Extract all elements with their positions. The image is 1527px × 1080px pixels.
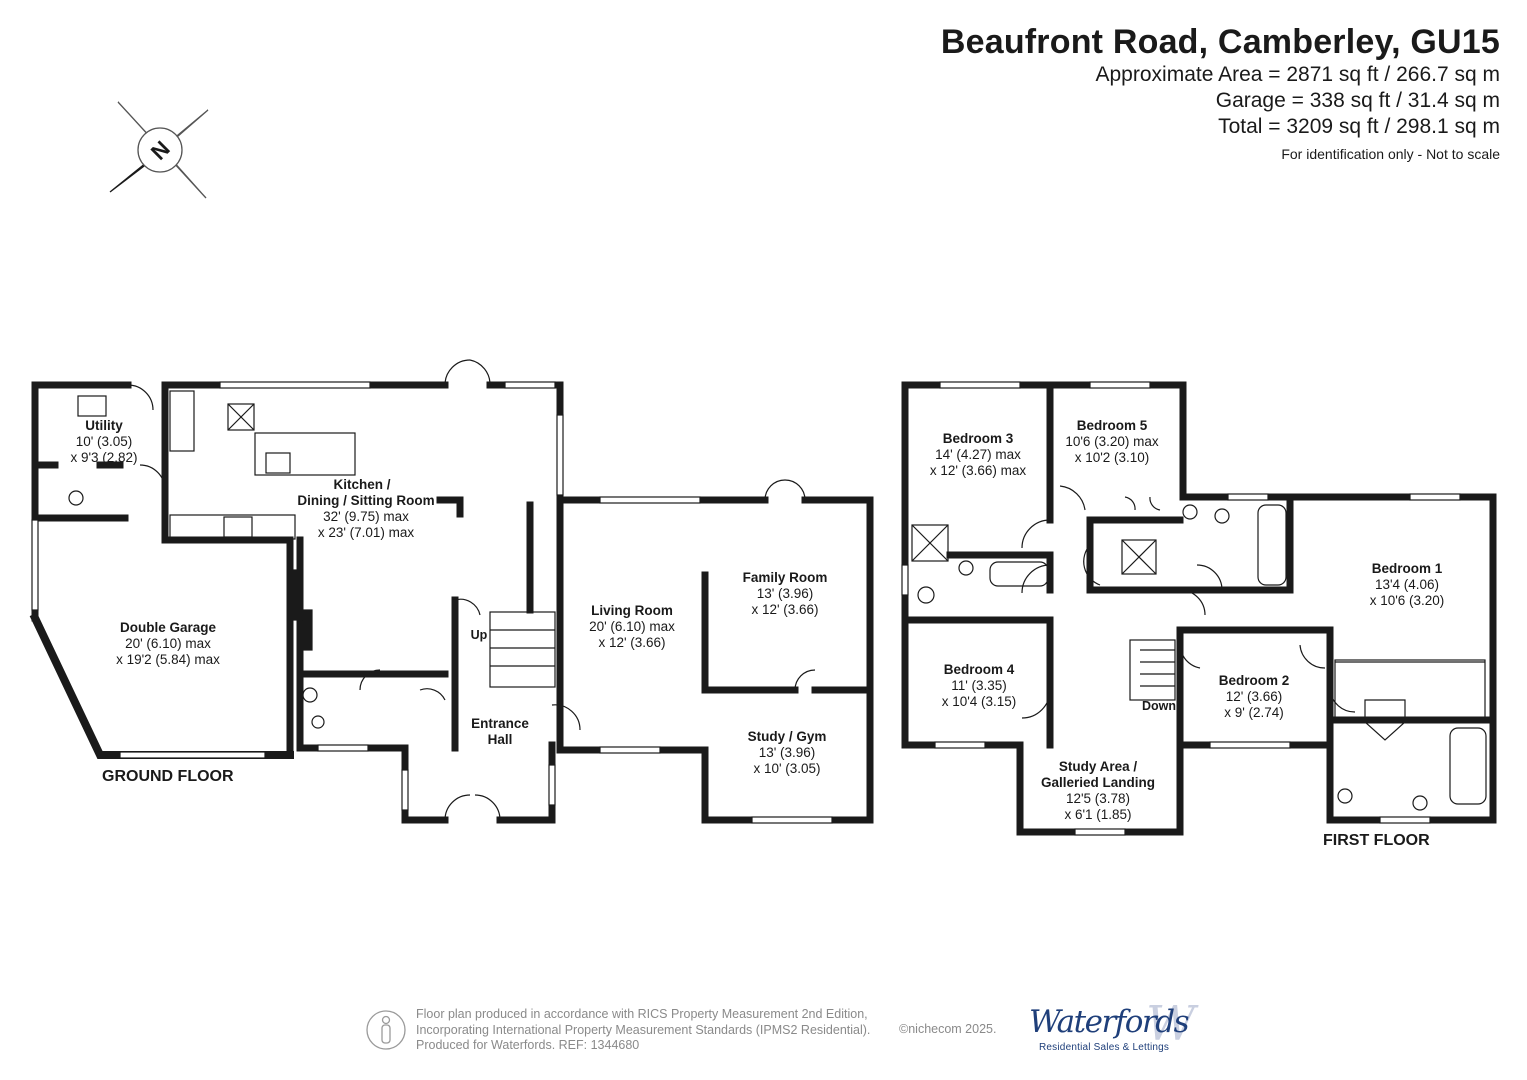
monogram-icon: W [1146,996,1199,1052]
kitchen-dim1: 32' (9.75) max [323,509,409,524]
bed1-dim2: x 10'6 (3.20) [1370,593,1445,608]
approximate-area: Approximate Area = 2871 sq ft / 266.7 sq… [1095,63,1501,86]
bed2-dim1: 12' (3.66) [1226,689,1283,704]
landing-name1: Study Area / [1059,759,1138,774]
brand-name: Waterfords [1029,1004,1189,1040]
bed2-name: Bedroom 2 [1219,673,1290,688]
ground-floor-label: GROUND FLOOR [102,768,234,785]
bed5-name: Bedroom 5 [1077,418,1148,433]
study-dim1: 13' (3.96) [759,745,816,760]
bed4-dim2: x 10'4 (3.15) [942,694,1017,709]
copyright: ©nichecom 2025. [899,1022,997,1036]
footer-info: Floor plan produced in accordance with R… [416,1007,870,1054]
garage-name: Double Garage [120,620,217,635]
bed1-name: Bedroom 1 [1372,561,1443,576]
landing-dim1: 12'5 (3.78) [1066,791,1130,806]
landing-name2: Galleried Landing [1041,775,1155,790]
landing-dim2: x 6'1 (1.85) [1064,807,1131,822]
bed2-dim2: x 9' (2.74) [1224,705,1284,720]
ground-floor-fixtures [68,359,816,821]
family-name: Family Room [743,570,828,585]
bed4-dim1: 11' (3.35) [951,678,1007,693]
family-dim2: x 12' (3.66) [751,602,818,617]
first-floor-windows [901,381,1461,836]
kitchen-dim2: x 23' (7.01) max [318,525,415,540]
ground-floor-windows [31,381,833,824]
hall-name2: Hall [488,732,513,747]
brand-logo: W Waterfords Residential Sales & Letting… [1026,996,1216,1060]
stairs-up-label: Up [471,628,488,642]
first-floor-labels: Bedroom 3 14' (4.27) max x 12' (3.66) ma… [930,418,1445,849]
first-floor-fixtures [911,485,1487,811]
header: Beaufront Road, Camberley, GU15 Approxim… [941,22,1500,162]
living-dim2: x 12' (3.66) [598,635,665,650]
footer-line2: Incorporating International Property Mea… [416,1022,871,1037]
bed3-dim1: 14' (4.27) max [935,447,1021,462]
utility-dim1: 10' (3.05) [76,434,133,449]
living-name: Living Room [591,603,673,618]
ground-floor-labels: Utility 10' (3.05) x 9'3 (2.82) Kitchen … [70,418,827,785]
bed3-dim2: x 12' (3.66) max [930,463,1027,478]
bed4-name: Bedroom 4 [944,662,1015,677]
monogram-letter: W [1146,996,1199,1052]
footer-line3: Produced for Waterfords. REF: 1344680 [416,1038,640,1052]
person-icon [366,1010,406,1050]
hall-name1: Entrance [471,716,529,731]
footer-line1: Floor plan produced in accordance with R… [416,1007,868,1021]
property-title: Beaufront Road, Camberley, GU15 [940,23,1500,61]
bed3-name: Bedroom 3 [943,431,1014,446]
bed1-dim1: 13'4 (4.06) [1375,577,1439,592]
scale-note: For identification only - Not to scale [1281,146,1500,162]
study-dim2: x 10' (3.05) [753,761,820,776]
bed5-dim2: x 10'2 (3.10) [1075,450,1150,465]
garage-area: Garage = 338 sq ft / 31.4 sq m [1215,89,1500,112]
family-dim1: 13' (3.96) [757,586,814,601]
living-dim1: 20' (6.10) max [589,619,675,634]
kitchen-name2: Dining / Sitting Room [297,493,434,508]
total-area: Total = 3209 sq ft / 298.1 sq m [1218,115,1500,138]
kitchen-name1: Kitchen / [333,477,390,492]
brand-tagline: Residential Sales & Lettings [1039,1042,1170,1053]
study-name: Study / Gym [748,729,827,744]
compass-icon: N [109,101,209,199]
first-floor-label: FIRST FLOOR [1323,832,1430,849]
footer: Floor plan produced in accordance with R… [366,1006,1026,1054]
bed5-dim1: 10'6 (3.20) max [1065,434,1159,449]
utility-dim2: x 9'3 (2.82) [70,450,137,465]
stairs-down-label: Down [1142,699,1176,713]
garage-dim2: x 19'2 (5.84) max [116,652,220,667]
utility-name: Utility [85,418,123,433]
garage-dim1: 20' (6.10) max [125,636,211,651]
